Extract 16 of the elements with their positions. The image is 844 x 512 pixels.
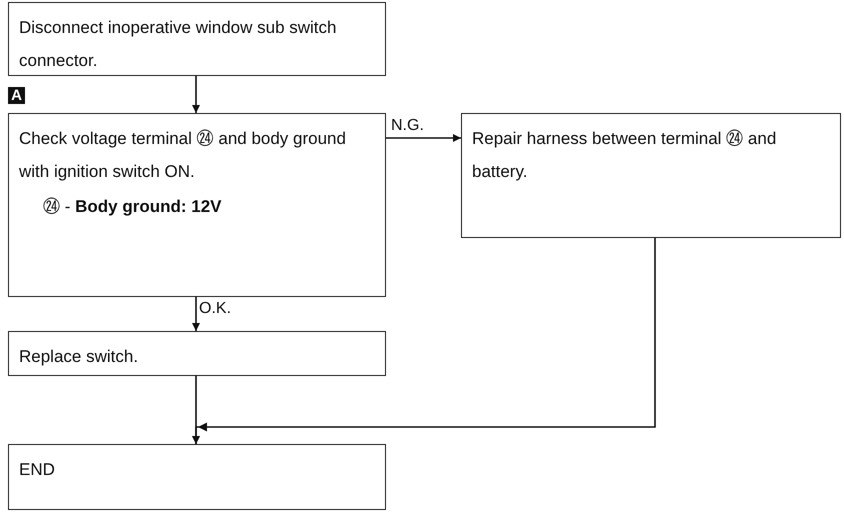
section-marker: A [8, 87, 25, 104]
process-box [8, 2, 386, 76]
arrow [192, 376, 200, 444]
process-box [461, 113, 841, 238]
arrow [386, 134, 461, 142]
step-text: Replace switch. [19, 346, 140, 368]
arrow [192, 76, 200, 113]
process-box [8, 444, 386, 510]
process-box [8, 331, 386, 376]
spec-text: ㉔ - Body ground: 12V [42, 196, 223, 218]
arrow [192, 297, 200, 331]
step-text: Repair harness between terminal ㉔ and battery. [472, 128, 778, 183]
step-text: END [19, 459, 56, 481]
step-text: Check voltage terminal ㉔ and body ground with ignition switch ON. [19, 128, 347, 183]
process-box [8, 113, 386, 297]
step-text: Disconnect inoperative window sub switch connector. [19, 17, 338, 72]
